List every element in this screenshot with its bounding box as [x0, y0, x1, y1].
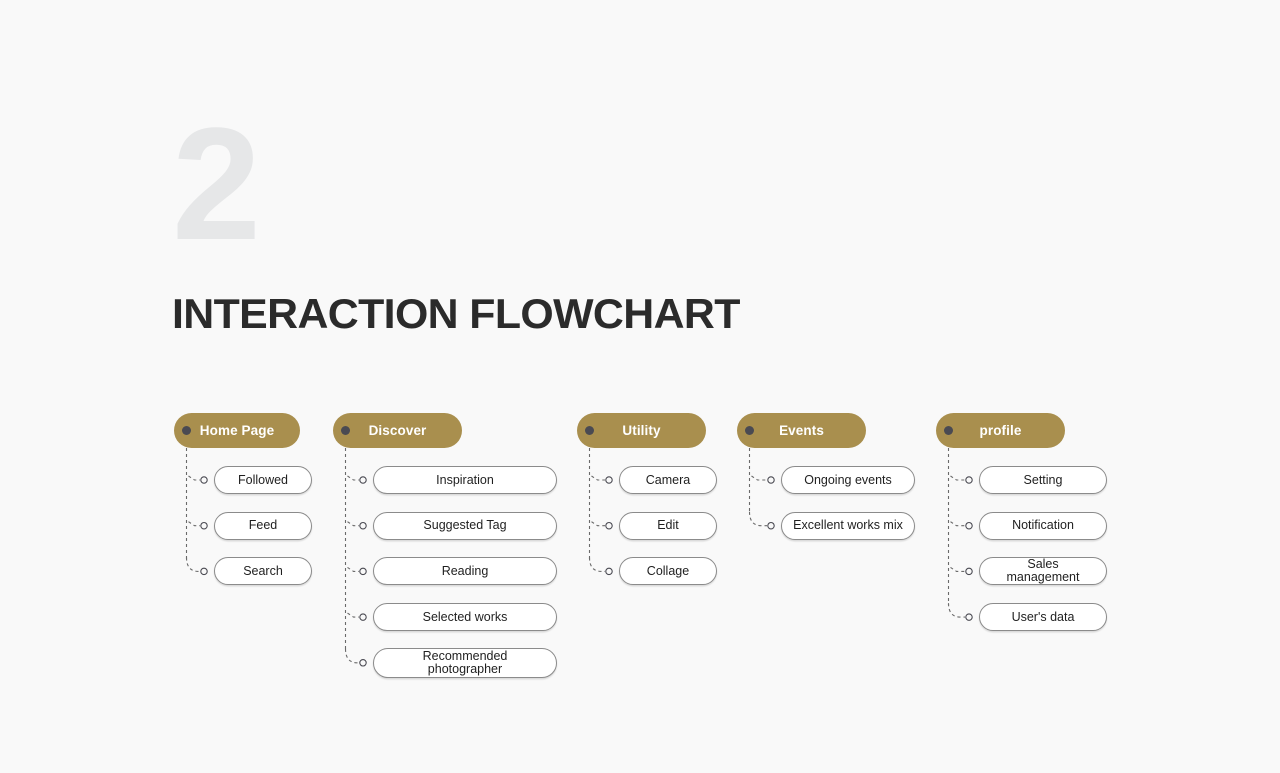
connector-branch — [347, 475, 359, 481]
flow-item-label: Excellent works mix — [793, 518, 903, 533]
connector-branch — [751, 475, 767, 481]
connector-endpoint-icon — [200, 567, 208, 576]
flow-item[interactable]: Search — [214, 557, 312, 586]
column-header-home-page[interactable]: Home Page — [174, 413, 300, 448]
flow-item[interactable]: Reading — [373, 557, 557, 586]
flow-item[interactable]: Edit — [619, 511, 717, 540]
anchor-dot-icon — [944, 426, 953, 435]
connector-endpoint-icon — [200, 521, 208, 530]
flow-item[interactable]: Excellent works mix — [781, 511, 915, 540]
connector-branch — [950, 521, 965, 527]
flow-item[interactable]: Suggested Tag — [373, 511, 557, 540]
flow-column-utility: Utility — [577, 413, 706, 448]
flow-item-label: Collage — [646, 563, 690, 578]
flow-item-label: Selected works — [422, 609, 508, 624]
flow-item[interactable]: Ongoing events — [781, 466, 915, 494]
flow-column-discover: Discover — [333, 413, 462, 448]
connector-branch — [188, 521, 200, 527]
column-header-utility[interactable]: Utility — [577, 413, 706, 448]
flow-item-label: Edit — [657, 518, 679, 533]
flow-item-label: Camera — [645, 472, 691, 487]
flow-item[interactable]: Sales management — [979, 557, 1107, 586]
connector-branch — [185, 557, 200, 572]
page-header: 2 INTERACTION FLOWCHART — [172, 94, 972, 338]
connector-branch — [347, 612, 359, 618]
connector-branch — [344, 648, 359, 664]
section-number: 2 — [172, 94, 261, 273]
flow-item-label: Notification — [1012, 518, 1074, 533]
flow-item[interactable]: Notification — [979, 511, 1107, 540]
connector-endpoint-icon — [965, 521, 973, 530]
connector-branch — [188, 475, 200, 481]
connector-endpoint-icon — [359, 613, 367, 621]
connector-branch — [950, 475, 965, 481]
flow-item-label: Recommended photographer — [422, 648, 508, 676]
flow-item-label: Inspiration — [436, 472, 494, 487]
connector-endpoint-icon — [359, 521, 367, 530]
flow-item[interactable]: Setting — [979, 466, 1107, 494]
connector-endpoint-icon — [200, 476, 208, 484]
connector-branch — [748, 511, 767, 527]
flow-item-label: Reading — [441, 563, 489, 578]
flow-item-label: Setting — [1023, 472, 1063, 487]
anchor-dot-icon — [745, 426, 754, 435]
connector-endpoint-icon — [605, 567, 613, 576]
connector-branch — [947, 603, 965, 618]
flow-item[interactable]: Selected works — [373, 603, 557, 632]
column-header-label: Home Page — [199, 423, 275, 438]
flow-item[interactable]: Feed — [214, 511, 312, 540]
column-header-discover[interactable]: Discover — [333, 413, 462, 448]
anchor-dot-icon — [182, 426, 191, 435]
flow-item[interactable]: User's data — [979, 603, 1107, 632]
column-header-label: profile — [979, 423, 1022, 438]
flow-item[interactable]: Followed — [214, 466, 312, 494]
flow-item-label: Search — [243, 563, 283, 578]
flow-column-events: Events — [737, 413, 866, 448]
flow-item-label: Suggested Tag — [423, 518, 507, 533]
flow-item-label: Sales management — [1006, 557, 1080, 585]
connector-endpoint-icon — [359, 659, 367, 667]
connector-endpoint-icon — [965, 613, 973, 621]
connector-branch — [588, 557, 605, 572]
column-header-profile[interactable]: profile — [936, 413, 1065, 448]
connector-branch — [591, 521, 605, 527]
connector-endpoint-icon — [965, 476, 973, 484]
flow-column-profile: profile — [936, 413, 1065, 448]
flow-item-label: Feed — [248, 518, 278, 533]
flow-item-label: Ongoing events — [804, 472, 892, 487]
flow-item-label: Followed — [237, 472, 289, 487]
connector-branch — [591, 475, 605, 481]
page-title: INTERACTION FLOWCHART — [172, 290, 740, 337]
connector-endpoint-icon — [605, 476, 613, 484]
flow-item[interactable]: Camera — [619, 466, 717, 494]
connector-endpoint-icon — [767, 476, 775, 484]
connector-branch — [347, 566, 359, 572]
column-header-label: Discover — [368, 423, 427, 438]
flow-item[interactable]: Recommended photographer — [373, 647, 557, 678]
flow-item-label: User's data — [1011, 609, 1075, 624]
anchor-dot-icon — [341, 426, 350, 435]
connector-endpoint-icon — [359, 476, 367, 484]
anchor-dot-icon — [585, 426, 594, 435]
connector-endpoint-icon — [605, 521, 613, 530]
flow-item[interactable]: Inspiration — [373, 466, 557, 494]
connector-branch — [950, 566, 965, 572]
connector-branch — [347, 521, 359, 527]
column-header-label: Events — [779, 423, 824, 438]
connector-endpoint-icon — [767, 521, 775, 530]
column-header-label: Utility — [622, 423, 661, 438]
flow-column-home-page: Home Page — [174, 413, 300, 448]
connector-endpoint-icon — [359, 567, 367, 576]
flow-item[interactable]: Collage — [619, 557, 717, 586]
column-header-events[interactable]: Events — [737, 413, 866, 448]
connector-endpoint-icon — [965, 567, 973, 576]
